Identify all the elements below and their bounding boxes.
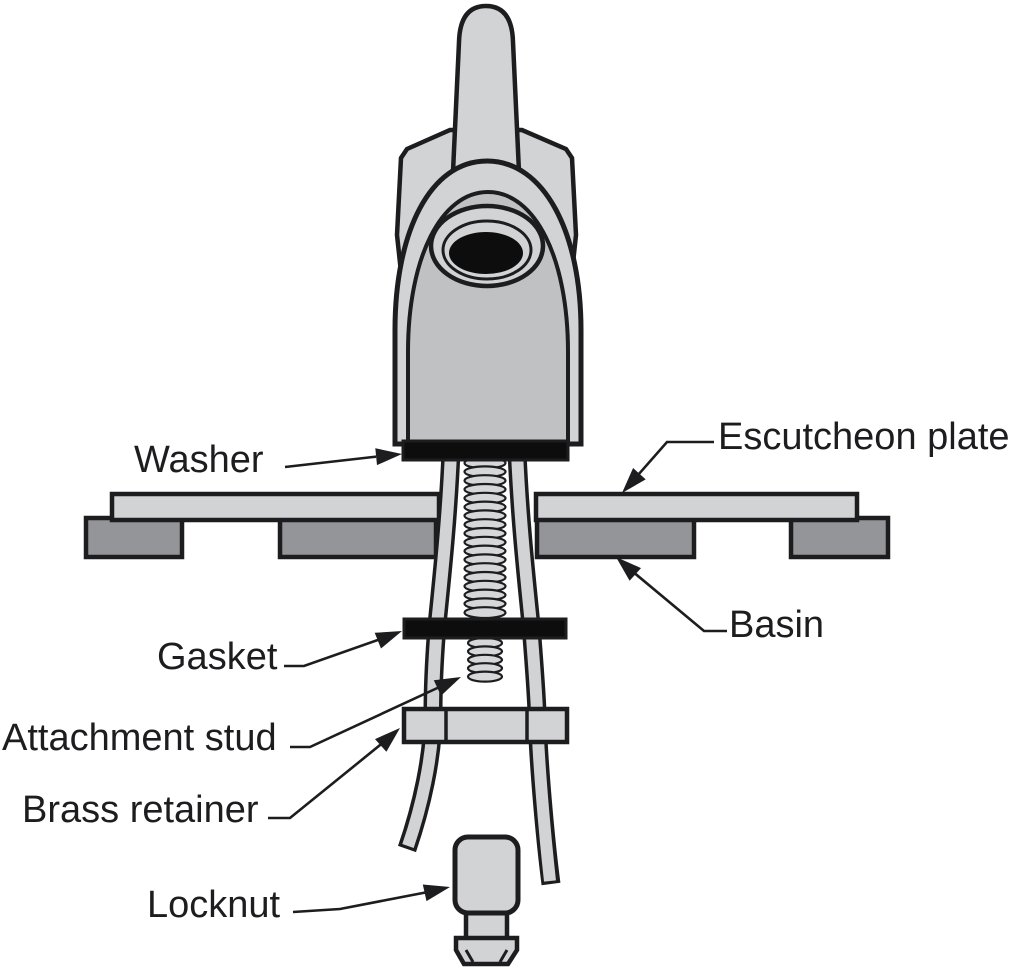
basin-segment (277, 515, 439, 560)
label-escutcheon-plate: Escutcheon plate (718, 416, 1010, 458)
leader-arrow (290, 677, 461, 749)
basin-segment (534, 515, 697, 560)
locknut-hex-facet (464, 949, 475, 963)
spout-ring-inner (441, 219, 533, 281)
leader-arrow (622, 440, 714, 493)
spout-opening (449, 232, 523, 274)
locknut-body (452, 834, 521, 916)
escutcheon-plate-left (109, 491, 442, 523)
attachment-stud-threads-upper (463, 456, 507, 620)
leader-arrow (616, 557, 727, 633)
thread-coil (466, 670, 504, 683)
leader-arrow (284, 448, 402, 469)
leader-line (625, 565, 727, 633)
leader-arrow (284, 631, 402, 668)
leader-arrow (292, 884, 450, 914)
brass-retainer-bar (401, 706, 570, 745)
escutcheon-plate-shape (109, 491, 860, 523)
escutcheon-plate-right (533, 491, 860, 523)
leader-line (630, 440, 714, 484)
leader-line (292, 890, 429, 914)
label-attachment-stud: Attachment stud (2, 717, 277, 759)
label-brass-retainer: Brass retainer (22, 789, 259, 831)
gasket-shape (402, 617, 568, 640)
leader-arrow (268, 728, 400, 820)
arrowhead-icon (433, 677, 461, 696)
brass-retainer-shape (401, 706, 570, 745)
label-basin: Basin (729, 604, 825, 646)
arrowhead-icon (375, 448, 402, 466)
faucet-body-assembly (392, 3, 584, 447)
leader-line (284, 455, 377, 469)
faucet-handle (450, 3, 522, 175)
locknut-shape (452, 834, 521, 967)
leader-line (268, 735, 391, 820)
washer-shape (401, 439, 570, 462)
leader-line (284, 633, 393, 668)
arrowhead-icon (374, 631, 402, 649)
label-washer: Washer (134, 439, 264, 481)
thread-coil (463, 606, 507, 620)
leader-lines (268, 440, 727, 914)
left-supply-tube (402, 451, 457, 848)
basin-segment (788, 515, 891, 560)
right-supply-tube (511, 451, 556, 882)
supply-tubes (398, 451, 561, 886)
arrowhead-icon (616, 557, 641, 581)
label-locknut: Locknut (147, 884, 281, 926)
label-gasket: Gasket (157, 636, 278, 678)
arrowhead-icon (375, 728, 400, 752)
attachment-stud-threads-lower (466, 636, 504, 683)
basin-segment (83, 515, 185, 560)
arrowhead-icon (622, 468, 646, 493)
arrowhead-icon (422, 884, 450, 902)
locknut-hex-facet (498, 949, 509, 963)
